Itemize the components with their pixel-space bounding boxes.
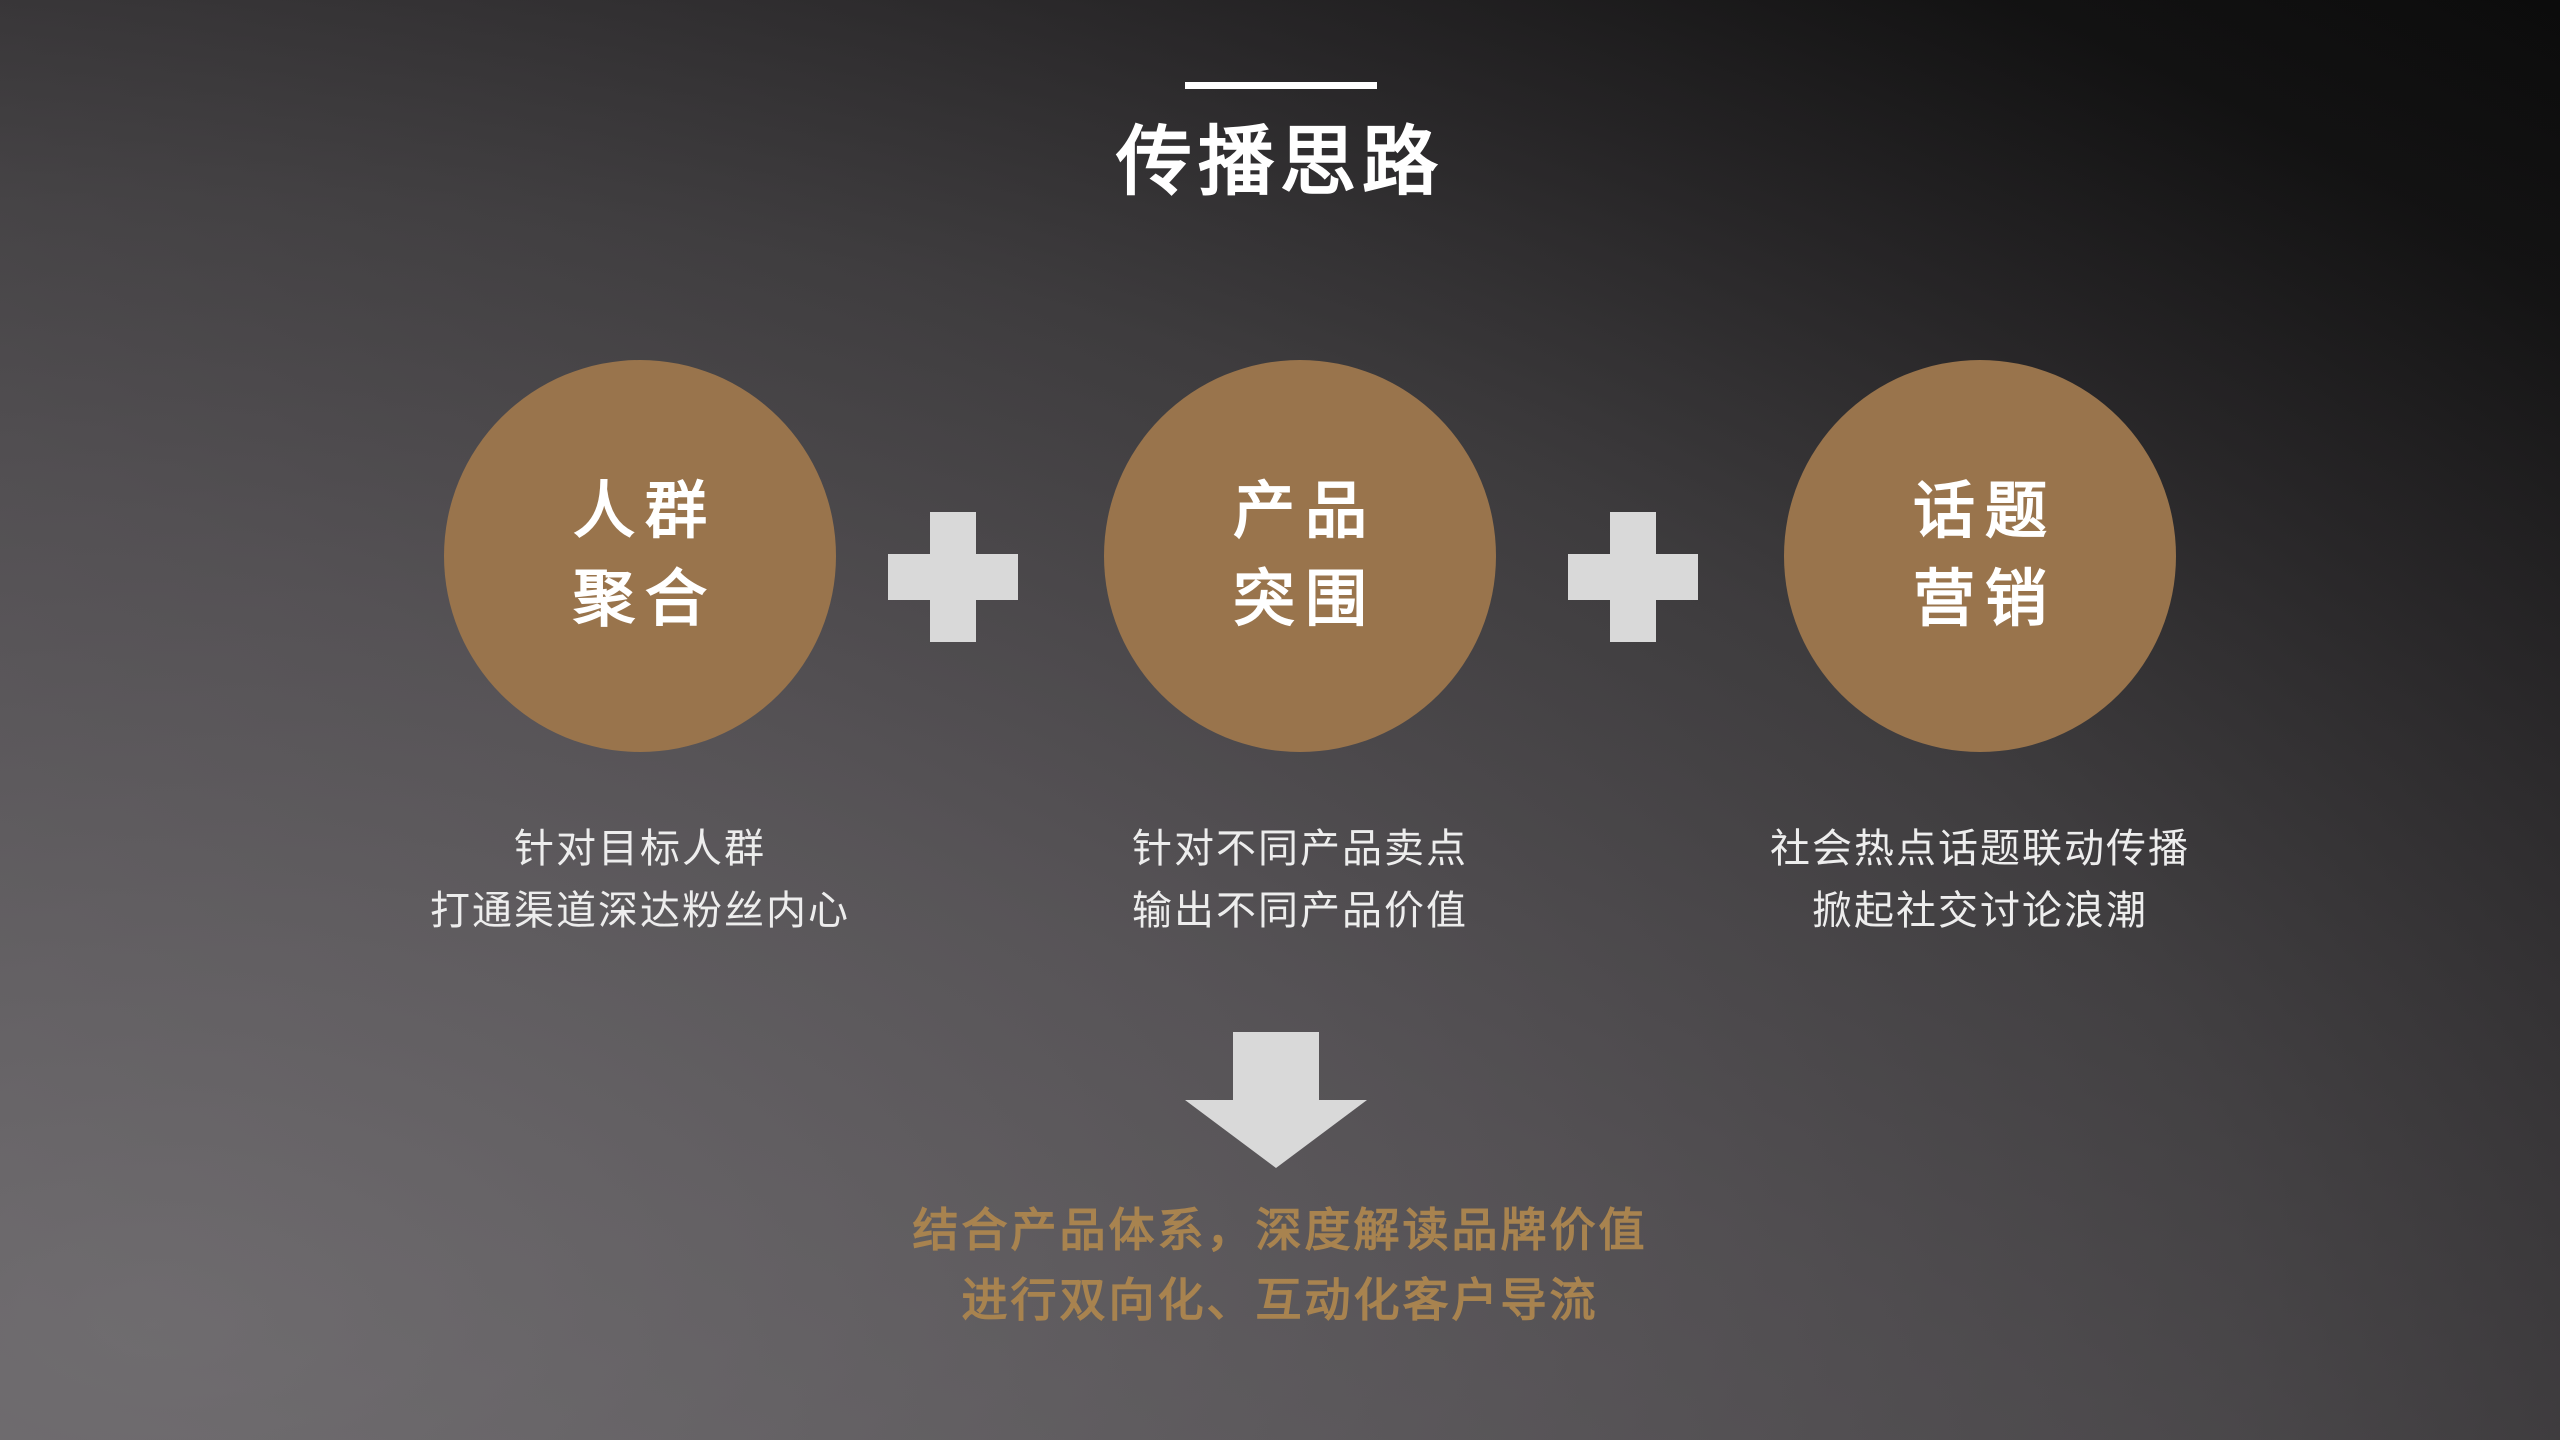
pillar-caption-people-aggregation: 针对目标人群 打通渠道深达粉丝内心 [344,818,936,942]
plus-sign-icon-2 [1568,512,1698,642]
caption-line1: 社会热点话题联动传播 [1770,826,2190,871]
pillar-label-line2: 营销 [1912,566,2057,634]
plus-sign-icon-1 [888,512,1018,642]
pillar-label-line1: 产品 [1232,477,1377,546]
caption-line2: 打通渠道深达粉丝内心 [430,888,850,933]
pillar-caption-topic-marketing: 社会热点话题联动传播 掀起社交讨论浪潮 [1684,818,2276,942]
pillar-label-line1: 人群 [572,477,717,546]
title-divider-rule [1185,82,1377,89]
caption-line1: 针对不同产品卖点 [1132,826,1468,871]
pillar-circle-topic-marketing[interactable]: 话题 营销 [1784,360,2176,752]
pillar-label-line2: 聚合 [572,566,717,634]
caption-line1: 针对目标人群 [514,826,766,871]
caption-line2: 掀起社交讨论浪潮 [1812,888,2148,933]
conclusion-line1: 结合产品体系，深度解读品牌价值 [912,1205,1648,1256]
conclusion-line2: 进行双向化、互动化客户导流 [961,1274,1599,1326]
page-title: 传播思路 [1116,121,1444,205]
pillar-caption-product-breakthrough: 针对不同产品卖点 输出不同产品价值 [1004,818,1596,942]
conclusion-statement: 结合产品体系，深度解读品牌价值 进行双向化、互动化客户导流 [0,1196,2560,1336]
caption-line2: 输出不同产品价值 [1132,888,1468,933]
down-arrow-icon [1185,1032,1367,1168]
pillar-row: 人群 聚合 产品 突围 话题 营销 [0,360,2560,780]
caption-row: 针对目标人群 打通渠道深达粉丝内心 针对不同产品卖点 输出不同产品价值 社会热点… [0,818,2560,978]
pillar-label-line2: 突围 [1232,566,1377,634]
pillar-circle-people-aggregation[interactable]: 人群 聚合 [444,360,836,752]
pillar-label-line1: 话题 [1912,477,2057,546]
pillar-circle-product-breakthrough[interactable]: 产品 突围 [1104,360,1496,752]
